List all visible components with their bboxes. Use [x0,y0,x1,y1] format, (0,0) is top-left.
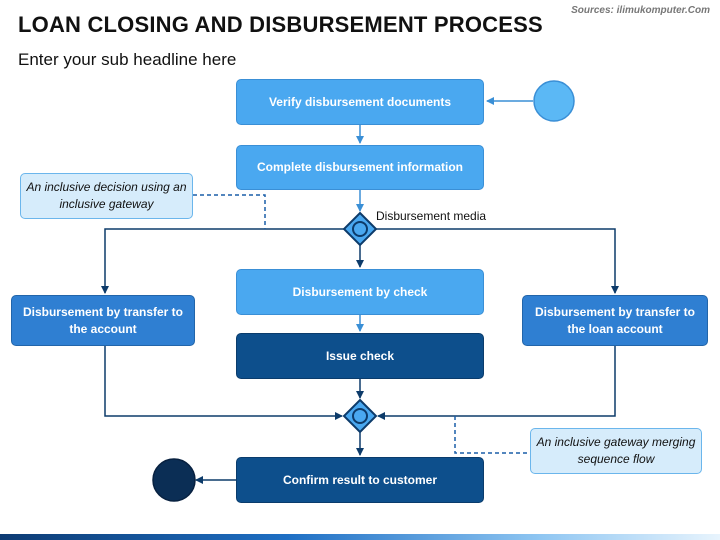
node-transfer-to-loan-account: Disbursement by transfer to the loan acc… [522,295,708,346]
node-issue-check: Issue check [236,333,484,379]
arrow-transfer-loan-to-merge [377,346,616,420]
node-transfer-to-account: Disbursement by transfer to the account [11,295,195,346]
annotation-connector-merge [454,416,530,454]
node-disbursement-by-check: Disbursement by check [236,269,484,315]
annotation-connector-decision [193,194,266,229]
page-subtitle: Enter your sub headline here [18,50,237,69]
start-event [533,80,575,122]
inclusive-gateway-split [342,211,378,247]
inclusive-gateway-merge [342,398,378,434]
end-event [152,458,196,502]
node-complete-information: Complete disbursement information [236,145,484,190]
node-verify-documents: Verify disbursement documents [236,79,484,125]
page-title: LOAN CLOSING AND DISBURSEMENT PROCESS [18,12,543,37]
annotation-merging-flow: An inclusive gateway merging sequence fl… [530,428,702,474]
source-credit: Sources: ilimukomputer.Com [571,5,710,16]
gateway-label: Disbursement media [376,209,487,223]
annotation-inclusive-decision: An inclusive decision using an inclusive… [20,173,193,219]
node-confirm-result: Confirm result to customer [236,457,484,503]
footer-bar [0,534,720,540]
arrow-gateway-to-transfer-loan [376,228,619,294]
arrow-transfer-account-to-merge [104,346,343,420]
